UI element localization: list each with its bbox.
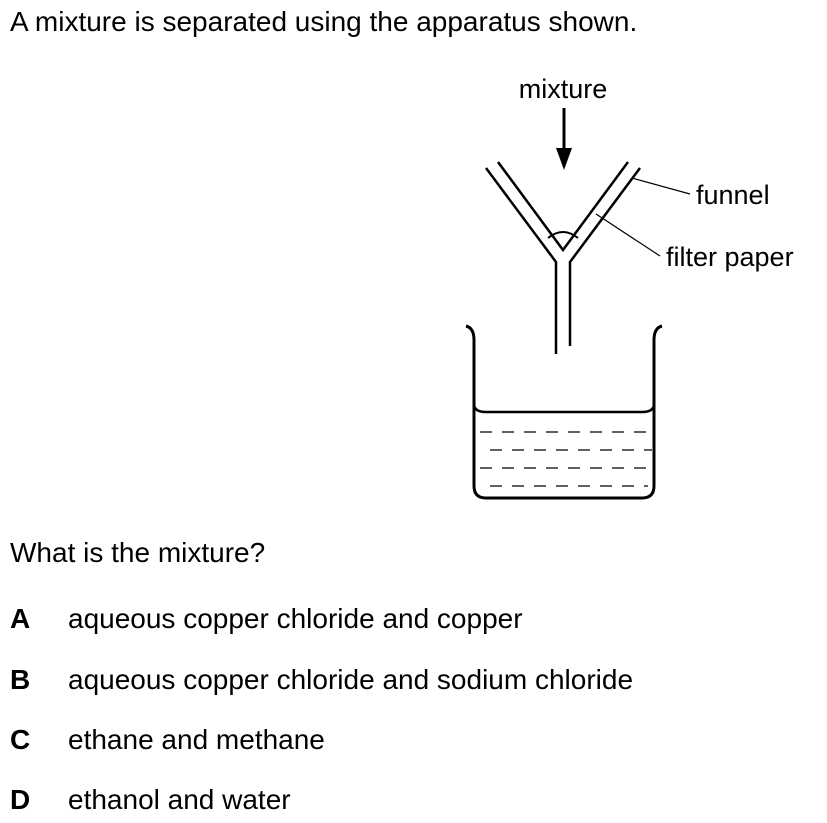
funnel-leader-line bbox=[631, 177, 691, 195]
option-letter: A bbox=[10, 603, 31, 634]
question-intro: A mixture is separated using the apparat… bbox=[10, 6, 638, 37]
funnel-label: funnel bbox=[696, 180, 770, 210]
option-letter: D bbox=[10, 784, 31, 815]
mixture-arrow-icon bbox=[556, 108, 572, 170]
filter-paper-label: filter paper bbox=[666, 242, 794, 272]
question-stem: What is the mixture? bbox=[10, 537, 266, 568]
filter-paper bbox=[547, 231, 579, 239]
option-text: aqueous copper chloride and sodium chlor… bbox=[68, 664, 634, 695]
beaker bbox=[465, 324, 663, 500]
filtrate-liquid bbox=[480, 431, 652, 487]
option-text: ethane and methane bbox=[68, 724, 325, 755]
funnel bbox=[484, 161, 642, 354]
option-text: aqueous copper chloride and copper bbox=[68, 603, 523, 634]
option-text: ethanol and water bbox=[68, 784, 291, 815]
option-letter: C bbox=[10, 724, 31, 755]
filtrate-surface bbox=[472, 403, 656, 414]
option-letter: B bbox=[10, 664, 31, 695]
mixture-label: mixture bbox=[519, 74, 608, 104]
filter-paper-leader-line bbox=[595, 213, 661, 257]
filtration-apparatus-diagram: mixture funnel filter paper bbox=[465, 74, 794, 500]
